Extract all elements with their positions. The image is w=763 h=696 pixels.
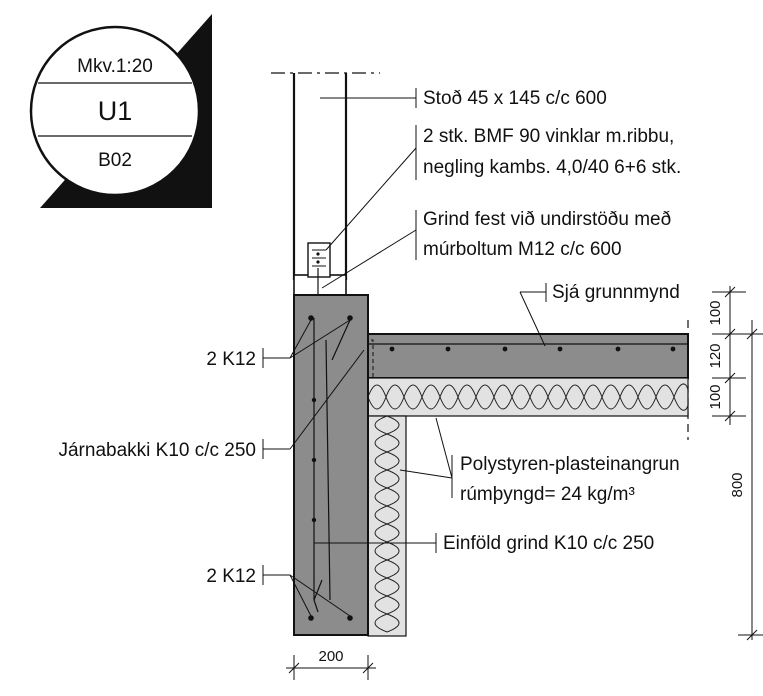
label-insulation-line1: Polystyren-plasteinangrun	[460, 454, 680, 475]
title-block-detail-id: U1	[98, 96, 133, 126]
wall-insulation	[367, 415, 407, 637]
label-anchor-line1: Grind fest við undirstöðu með	[423, 209, 671, 230]
bmf-bracket	[307, 242, 331, 278]
title-block-circle	[29, 25, 201, 197]
dim-slab-bottom: 100	[707, 384, 724, 409]
label-insulation-line2: rúmþyngd= 24 kg/m³	[460, 484, 635, 505]
foundation-wall	[293, 294, 369, 636]
foundation-concrete	[293, 294, 369, 636]
label-bracket-line1: 2 stk. BMF 90 vinklar m.ribbu,	[423, 126, 674, 147]
annotations: Stoð 45 x 145 c/c 600 2 stk. BMF 90 vink…	[58, 88, 681, 587]
label-bracket-line2: negling kambs. 4,0/40 6+6 stk.	[423, 157, 681, 178]
dim-wall-width: 200	[318, 648, 343, 665]
label-rebar-top: 2 K12	[206, 349, 256, 370]
label-stirrups: Járnabakki K10 c/c 250	[58, 440, 256, 461]
dim-footing-height: 800	[729, 472, 746, 497]
label-stud: Stoð 45 x 145 c/c 600	[423, 88, 607, 109]
label-see-plan: Sjá grunnmynd	[552, 282, 680, 303]
dim-slab-top: 100	[707, 300, 724, 325]
slab-insulation	[367, 377, 689, 417]
title-block: Mkv.1:20 U1 B02	[29, 14, 212, 208]
slab-body	[345, 333, 689, 379]
dim-slab: 120	[707, 343, 724, 368]
title-block-scale: Mkv.1:20	[77, 56, 153, 77]
label-anchor-line2: múrboltum M12 c/c 600	[423, 239, 622, 260]
dimensions: 100 120 100 800 200	[286, 286, 763, 680]
leader-lines	[262, 88, 547, 617]
title-block-sheet: B02	[98, 150, 132, 171]
timber-stud	[271, 72, 380, 322]
label-mesh: Einföld grind K10 c/c 250	[443, 533, 654, 554]
floor-slab	[326, 320, 689, 440]
label-rebar-bottom: 2 K12	[206, 566, 256, 587]
